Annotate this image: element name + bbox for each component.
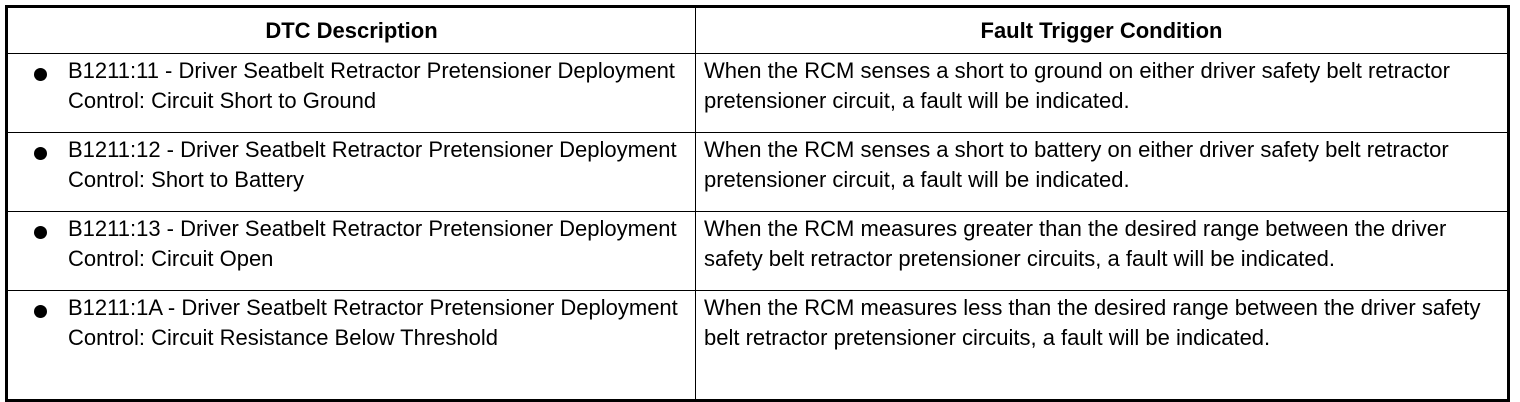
dtc-description-text: B1211:11 - Driver Seatbelt Retractor Pre… (68, 58, 675, 113)
dtc-description-cell: B1211:13 - Driver Seatbelt Retractor Pre… (6, 211, 696, 291)
dtc-description-cell: B1211:11 - Driver Seatbelt Retractor Pre… (6, 53, 696, 133)
bullet-icon (34, 226, 47, 239)
dtc-description-text: B1211:1A - Driver Seatbelt Retractor Pre… (68, 295, 678, 350)
fault-condition-text: When the RCM senses a short to ground on… (704, 58, 1450, 113)
dtc-description-cell: B1211:1A - Driver Seatbelt Retractor Pre… (6, 290, 696, 401)
table-row: B1211:1A - Driver Seatbelt Retractor Pre… (6, 290, 1509, 401)
bullet-icon (34, 305, 47, 318)
fault-condition-text: When the RCM measures greater than the d… (704, 216, 1447, 271)
fault-condition-cell: When the RCM measures less than the desi… (695, 290, 1509, 401)
table-body: B1211:11 - Driver Seatbelt Retractor Pre… (6, 53, 1509, 401)
fault-condition-text: When the RCM senses a short to battery o… (704, 137, 1449, 192)
fault-condition-cell: When the RCM senses a short to battery o… (695, 132, 1509, 212)
table-row: B1211:11 - Driver Seatbelt Retractor Pre… (6, 53, 1509, 133)
table-row: B1211:13 - Driver Seatbelt Retractor Pre… (6, 211, 1509, 291)
dtc-table: DTC Description Fault Trigger Condition … (5, 5, 1510, 402)
fault-condition-text: When the RCM measures less than the desi… (704, 295, 1481, 350)
fault-condition-cell: When the RCM measures greater than the d… (695, 211, 1509, 291)
header-fault-trigger-condition: Fault Trigger Condition (695, 6, 1509, 54)
dtc-description-cell: B1211:12 - Driver Seatbelt Retractor Pre… (6, 132, 696, 212)
fault-condition-cell: When the RCM senses a short to ground on… (695, 53, 1509, 133)
dtc-description-text: B1211:12 - Driver Seatbelt Retractor Pre… (68, 137, 677, 192)
bullet-icon (34, 68, 47, 81)
table-header: DTC Description Fault Trigger Condition (6, 6, 1509, 54)
table-row: B1211:12 - Driver Seatbelt Retractor Pre… (6, 132, 1509, 212)
dtc-description-text: B1211:13 - Driver Seatbelt Retractor Pre… (68, 216, 677, 271)
header-dtc-description: DTC Description (6, 6, 696, 54)
bullet-icon (34, 147, 47, 160)
header-row: DTC Description Fault Trigger Condition (6, 6, 1509, 54)
